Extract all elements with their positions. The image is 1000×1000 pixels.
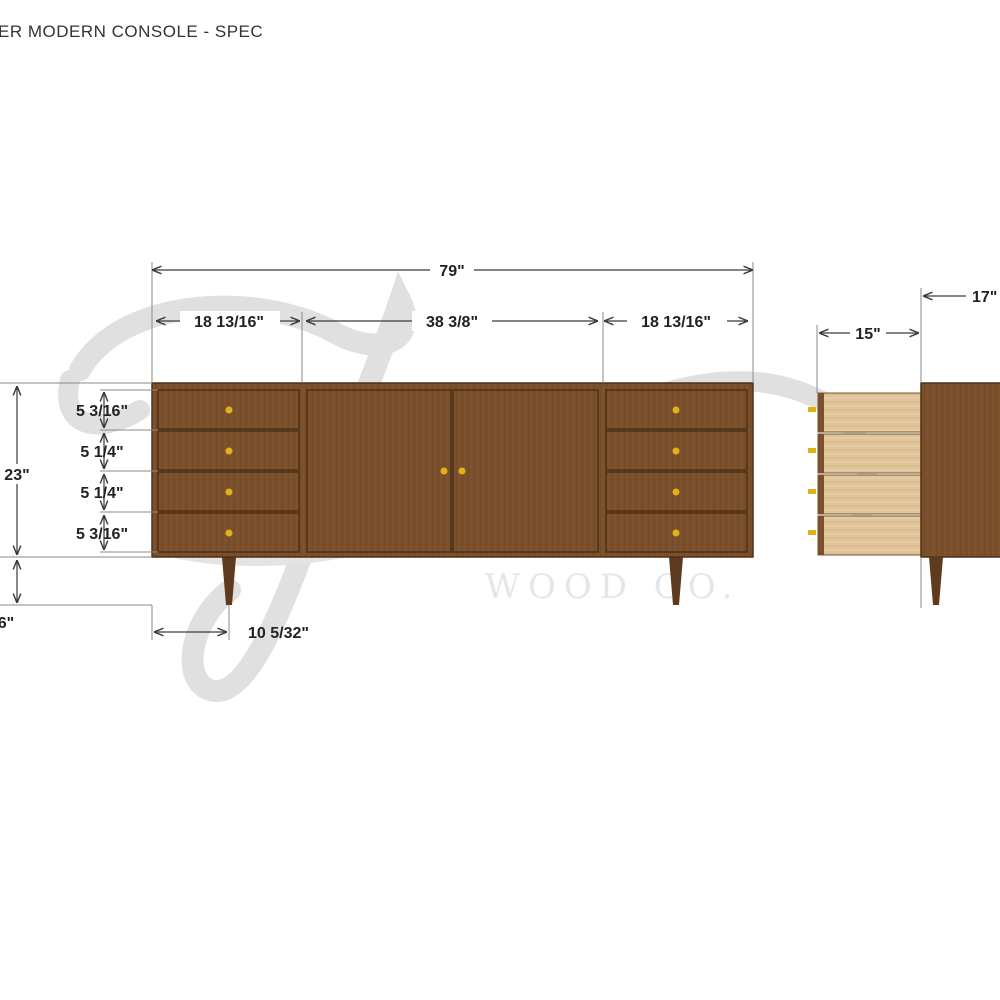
overall-depth-label: 17"	[972, 289, 997, 306]
cabinet-side	[920, 382, 1000, 558]
side-leg	[929, 557, 943, 605]
drawer-height-label: 5 1/4"	[80, 485, 123, 502]
drawer-height-label: 5 3/16"	[76, 403, 128, 420]
knob-icon	[672, 447, 680, 455]
front-left-leg	[222, 557, 236, 605]
front-view	[151, 382, 754, 605]
page-title: ER MODERN CONSOLE - SPEC	[0, 22, 264, 41]
left-door	[306, 389, 452, 553]
right-drawer-stack	[605, 389, 748, 553]
knob-icon	[808, 448, 816, 453]
overall-width-label: 79"	[439, 263, 464, 280]
knob-icon	[672, 529, 680, 537]
front-right-leg	[669, 557, 683, 605]
leg-offset-label: 10 5/32"	[248, 625, 309, 642]
watermark-wood-co: WOOD CO.	[485, 567, 740, 607]
right-drawer-3	[605, 471, 748, 512]
knob-icon	[225, 406, 233, 414]
left-drawer-2	[157, 430, 300, 471]
knob-icon	[225, 447, 233, 455]
drawer-depth-label: 15"	[855, 326, 880, 343]
front-dimensions: 79" 18 13/16" 38 3/8" 18 13/16" 23" 6" 1…	[0, 260, 754, 642]
drawer-height-label: 5 3/16"	[76, 526, 128, 543]
knob-icon	[672, 406, 680, 414]
overall-height-label: 23"	[4, 467, 29, 484]
knob-icon	[808, 407, 816, 412]
knob-icon	[440, 467, 448, 475]
side-view: 15" 17"	[808, 286, 1000, 608]
center-section-width-label: 38 3/8"	[426, 314, 478, 331]
right-door	[452, 389, 599, 553]
knob-icon	[808, 489, 816, 494]
left-drawer-stack	[157, 389, 300, 553]
knob-icon	[672, 488, 680, 496]
knob-icon	[225, 488, 233, 496]
center-doors	[306, 389, 599, 553]
right-section-width-label: 18 13/16"	[641, 314, 711, 331]
leg-height-label: 6"	[0, 615, 14, 632]
left-section-width-label: 18 13/16"	[194, 314, 264, 331]
drawer-height-label: 5 1/4"	[80, 444, 123, 461]
knob-icon	[458, 467, 466, 475]
knob-icon	[808, 530, 816, 535]
knob-icon	[225, 529, 233, 537]
